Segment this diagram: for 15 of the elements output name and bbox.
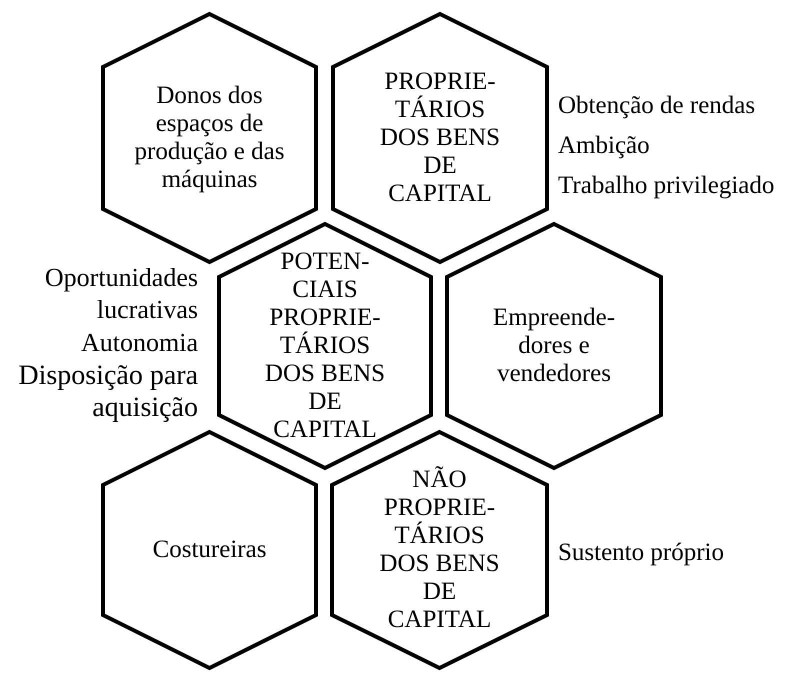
hexagon-label: Costureiras	[152, 536, 268, 564]
hexagon-label: NÃO PROPRIE- TÁRIOS DOS BENS DE CAPITAL	[378, 466, 501, 634]
side-note: Ambição	[558, 131, 651, 161]
hexagon-label: POTEN- CIAIS PROPRIE- TÁRIOS DOS BENS DE CAPITAL	[264, 248, 386, 444]
side-note: Sustento próprio	[558, 538, 725, 568]
hexagon-label: Empreende- dores e vendedores	[492, 304, 616, 388]
hexagon-label: PROPRIE- TÁRIOS DOS BENS DE CAPITAL	[378, 68, 502, 208]
side-note: Obtenção de rendas	[558, 91, 756, 121]
hexagon	[447, 224, 661, 468]
side-note: Trabalho privilegiado	[558, 171, 776, 201]
side-note: Disposição para aquisição	[17, 360, 198, 424]
side-note: Oportunidades lucrativas	[44, 262, 198, 326]
hexagon-label: Donos dos espaços de produção e das máquinas	[134, 82, 284, 194]
hexagon	[219, 224, 431, 468]
side-note: Autonomia	[80, 327, 198, 359]
